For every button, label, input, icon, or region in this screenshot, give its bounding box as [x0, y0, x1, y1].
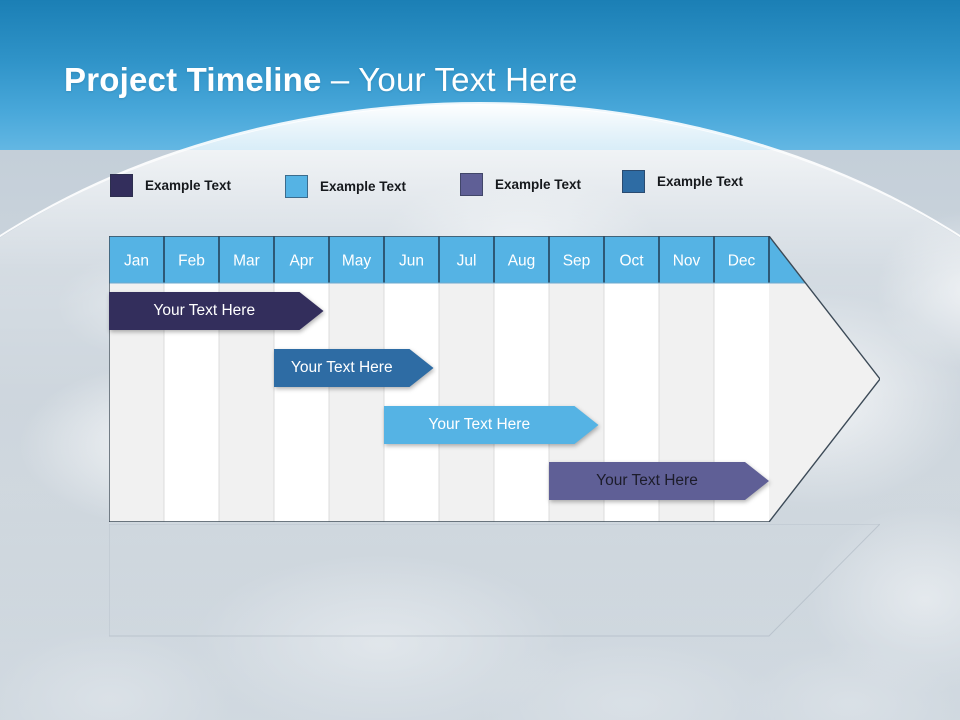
timeline-bar-shape [109, 292, 324, 330]
page-title: Project Timeline – Your Text Here [64, 58, 578, 102]
month-header-mar: Mar [233, 253, 260, 270]
timeline-chart: Jan Feb Mar Apr May Jun Jul Aug Sep Oct Nov Dec You… [109, 236, 880, 522]
timeline-bar-label: Your Text Here [428, 416, 531, 433]
month-header-aug: Aug [508, 253, 536, 270]
legend-item-label: Example Text [657, 173, 744, 189]
timeline-bar-label: Your Text Here [596, 472, 698, 489]
legend-item-label: Example Text [145, 177, 232, 193]
page-title-rest: – Your Text Here [321, 61, 578, 98]
timeline-bar-shape [384, 406, 599, 444]
timeline-bar-label: Your Text Here [290, 359, 393, 376]
month-header-jan: Jan [124, 253, 149, 270]
legend-swatch-icon [110, 173, 133, 197]
timeline-bar-shape [274, 349, 434, 387]
month-header-may: May [342, 253, 372, 270]
month-header-nov: Nov [673, 253, 701, 270]
month-header-jul: Jul [457, 253, 477, 270]
legend-item-4[interactable]: Example Text [622, 168, 743, 194]
legend-item-label: Example Text [320, 178, 407, 194]
legend-item-label: Example Text [495, 176, 582, 192]
banner-arc-line [0, 102, 960, 662]
month-header-dec: Dec [728, 253, 756, 270]
timeline-bar-label: Your Text Here [153, 302, 256, 319]
month-header-apr: Apr [289, 253, 313, 270]
timeline-bar-4[interactable]: Your Text Here [549, 462, 769, 500]
page-title-bold: Project Timeline [64, 61, 322, 98]
legend-swatch-icon [285, 174, 308, 198]
month-header-sep: Sep [563, 253, 591, 270]
month-header-oct: Oct [619, 253, 644, 270]
timeline-bar-2[interactable]: Your Text Here [274, 349, 434, 387]
timeline-bar-1[interactable]: Your Text Here [109, 292, 324, 330]
timeline-bar-shape [549, 462, 769, 500]
month-header-feb: Feb [178, 253, 205, 270]
legend-item-3[interactable]: Example Text [460, 171, 581, 197]
timeline-bar-3[interactable]: Your Text Here [384, 406, 599, 444]
legend-item-1[interactable]: Example Text [110, 172, 231, 198]
legend-swatch-icon [460, 172, 483, 196]
month-header-jun: Jun [399, 253, 424, 270]
legend-item-2[interactable]: Example Text [285, 173, 406, 199]
legend: Example Text Example Text Example Text E… [110, 168, 830, 199]
legend-swatch-icon [622, 169, 645, 193]
